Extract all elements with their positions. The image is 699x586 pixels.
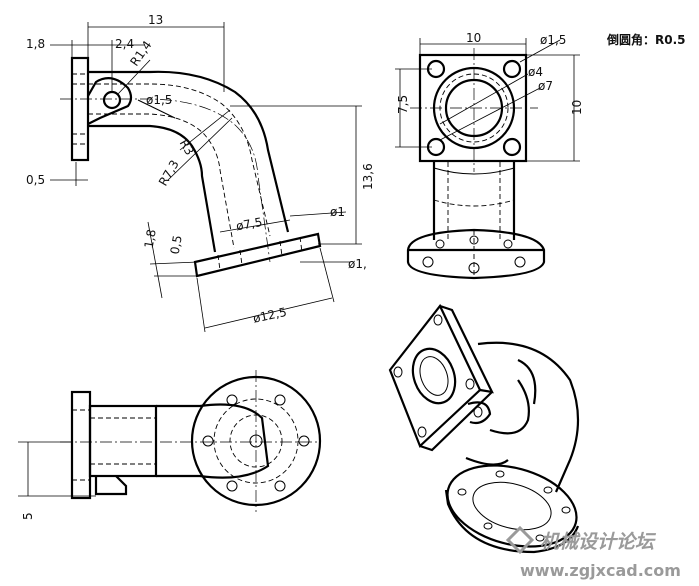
dim-r3: R3 [177, 137, 197, 158]
top-view: 5 [18, 370, 322, 520]
dim-phi12-5: ø12,5 [252, 305, 288, 326]
dim-phi1-5: ø1,5 [146, 93, 172, 107]
fillet-note: 倒圆角：R0.5 [606, 32, 686, 47]
front-view: 13 1,8 2,4 R1,4 ø1,5 0,5 R3 R7,3 13,6 ø7… [26, 13, 375, 333]
top-left-flange [70, 390, 92, 500]
dim-phi4: ø4 [528, 65, 543, 79]
dim-phi7-5: ø7,5 [235, 215, 263, 233]
round-flange [406, 228, 546, 280]
watermark-url: www.zgjxcad.com [520, 561, 681, 580]
dim-0-5-low: 0,5 [168, 234, 185, 255]
dim-2-4: 2,4 [115, 37, 134, 51]
dim-0-5-left: 0,5 [26, 173, 45, 187]
dim-phi1-low: ø1, [348, 257, 367, 271]
dim-10-top: 10 [466, 31, 481, 45]
elbow-inner [88, 124, 217, 253]
corner-hole-tr [502, 59, 522, 79]
dim-phi1: ø1 [330, 205, 345, 219]
dim-13: 13 [148, 13, 163, 27]
isometric-view [388, 303, 580, 554]
lug [87, 77, 133, 125]
dim-phi7: ø7 [538, 79, 553, 93]
dim-1-8: 1,8 [26, 37, 45, 51]
dim-5: 5 [21, 512, 35, 520]
dim-13-6: 13,6 [361, 163, 375, 190]
elbow-outer [88, 70, 290, 233]
dim-7-5: 7,5 [396, 95, 410, 114]
iso-square-flange [388, 303, 482, 448]
lug-hole [102, 90, 122, 110]
dim-1-8-low: 1,8 [142, 228, 159, 249]
dim-10-right: 10 [570, 100, 584, 115]
iso-elbow-outer [477, 341, 580, 493]
bottom-flange [193, 232, 322, 278]
iso-round-flange [446, 464, 578, 548]
left-flange [70, 56, 90, 162]
iso-bore [411, 347, 457, 405]
watermark: 机械设计论坛 www.zgjxcad.com [505, 525, 681, 580]
dim-r7-3: R7,3 [156, 158, 182, 189]
watermark-logo-icon [505, 525, 535, 555]
dim-side-phi1-5: ø1,5 [540, 33, 566, 47]
corner-hole-br [502, 137, 522, 157]
watermark-cn: 机械设计论坛 [540, 531, 657, 553]
side-view: 10 ø1,5 ø4 ø7 7,5 10 [395, 31, 584, 280]
